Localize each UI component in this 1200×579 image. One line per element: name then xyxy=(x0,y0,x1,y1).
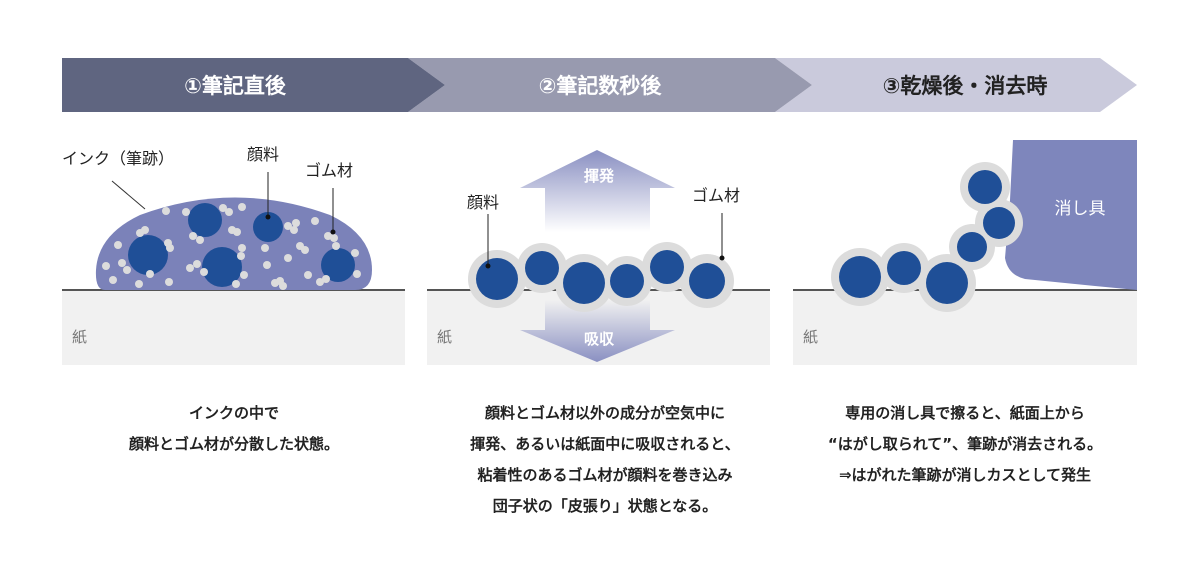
rubber-label: ゴム材 xyxy=(305,161,353,180)
eraser-label: 消し具 xyxy=(1055,199,1106,219)
evaporate-label: 揮発 xyxy=(584,167,615,185)
ink-label: インク（筆跡） xyxy=(62,149,174,168)
caption-line: 専用の消し具で擦ると、紙面上から xyxy=(845,404,1084,422)
paper xyxy=(62,290,405,365)
step-2-title: ②筆記数秒後 xyxy=(539,74,663,98)
step-3-title: ③乾燥後・消去時 xyxy=(883,74,1048,98)
pigment-particles xyxy=(476,250,725,304)
step-1-title: ①筆記直後 xyxy=(184,74,287,98)
pigment-label: 顔料 xyxy=(247,145,279,164)
paper-label: 紙 xyxy=(803,328,818,346)
caption-line: ⇒はがれた筆跡が消しカスとして発生 xyxy=(839,466,1091,484)
ink-blob xyxy=(95,197,372,290)
absorb-arrow-icon xyxy=(520,300,675,362)
caption-line: “はがし取られて”、筆跡が消去される。 xyxy=(828,435,1102,453)
panel-after-drying: 消し具 紙 専用の消し具で擦ると、紙面上から “はがし取られて”、筆跡が消去され… xyxy=(793,140,1137,484)
caption-line: 団子状の「皮張り」状態となる。 xyxy=(493,497,718,515)
caption-line: 粘着性のあるゴム材が顔料を巻き込み xyxy=(477,466,732,484)
rubber-particles xyxy=(102,203,361,290)
eraser xyxy=(1005,140,1137,290)
paper-label: 紙 xyxy=(72,328,87,346)
caption-line: 揮発、あるいは紙面中に吸収されると、 xyxy=(470,435,739,453)
step-header-bar: ①筆記直後 ②筆記数秒後 ③乾燥後・消去時 xyxy=(62,58,1137,112)
rubber-label: ゴム材 xyxy=(692,186,740,205)
pigment-particles xyxy=(128,203,355,287)
caption-line: 顔料とゴム材が分散した状態。 xyxy=(128,435,339,453)
caption-line: 顔料とゴム材以外の成分が空気中に xyxy=(484,404,725,422)
step-2-arrow xyxy=(408,58,812,112)
absorb-label: 吸収 xyxy=(584,330,615,348)
pigment-particles xyxy=(839,170,1015,304)
paper-label: 紙 xyxy=(437,328,452,346)
caption-line: インクの中で xyxy=(189,404,279,422)
pigment-label: 顔料 xyxy=(467,193,499,212)
panel-seconds-after: 揮発 吸収 顔料 ゴム材 紙 顔料とゴム材以外の成分が空気中に 揮発、あるいは紙… xyxy=(427,150,770,515)
step-3-arrow xyxy=(62,58,445,112)
step-1-arrow xyxy=(775,58,1137,112)
panel-after-writing: インク（筆跡） 顔料 ゴム材 紙 インクの中で 顔料とゴム材が分散した状態。 xyxy=(62,145,405,453)
evaporate-arrow-icon xyxy=(520,150,675,232)
